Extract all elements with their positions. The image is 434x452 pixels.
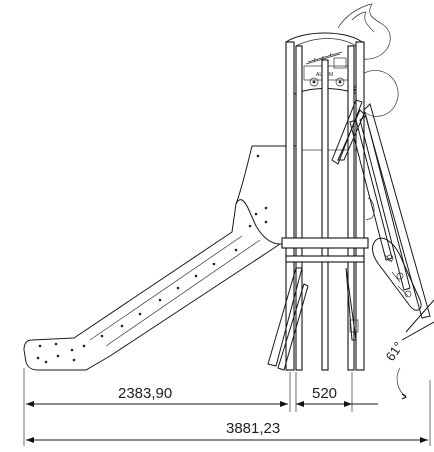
tower-post-left-inner	[295, 45, 303, 371]
climbing-ladder	[349, 103, 434, 341]
deck-beam	[281, 237, 369, 249]
tower-post-left-outer	[285, 41, 295, 371]
dim-label-tower: 520	[312, 385, 337, 402]
brace-left	[267, 267, 303, 367]
decor-flames	[337, 3, 399, 117]
tower-post-right-inner	[347, 45, 355, 371]
climbing-grips	[372, 237, 422, 311]
angle-label: 61°	[382, 339, 406, 364]
tower-post-right-outer	[355, 41, 365, 371]
tower-post-center	[321, 59, 329, 371]
slide-bolt-holes	[36, 154, 268, 364]
dimension-lines: 2383,90 520 3881,23	[23, 368, 431, 446]
dim-label-slide: 2383,90	[118, 385, 172, 402]
slide	[23, 145, 301, 371]
dim-label-total: 3881,23	[226, 420, 280, 437]
tower: ALARM	[267, 32, 369, 371]
angle-annotation: 61°	[382, 339, 407, 400]
